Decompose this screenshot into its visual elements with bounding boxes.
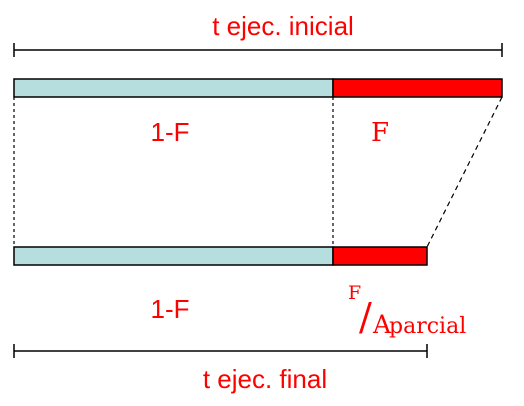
improved-ratio-label: F / A parcial	[348, 282, 466, 339]
ratio-slash: /	[359, 295, 372, 339]
final-time-dimension: t ejec. final	[13, 344, 428, 394]
right-dashed-guide	[426, 96, 503, 248]
top-unimproved-fraction-label: 1-F	[151, 117, 190, 147]
final-improved-segment	[332, 246, 428, 266]
final-time-label: t ejec. final	[203, 364, 327, 394]
final-execution-bar	[13, 246, 428, 266]
transition-guides	[13, 96, 503, 248]
ratio-denominator-subscript: parcial	[389, 314, 466, 339]
ratio-denominator-base: A	[372, 310, 392, 339]
initial-unimproved-segment	[13, 78, 334, 98]
initial-improved-segment	[332, 78, 503, 98]
bottom-unimproved-fraction-label: 1-F	[151, 294, 190, 324]
initial-time-dimension: t ejec. inicial	[13, 11, 503, 57]
initial-execution-bar	[13, 78, 503, 98]
final-unimproved-segment	[13, 246, 334, 266]
ratio-numerator: F	[348, 282, 361, 304]
top-improved-fraction-label: F	[371, 118, 389, 148]
initial-time-label: t ejec. inicial	[212, 11, 354, 41]
